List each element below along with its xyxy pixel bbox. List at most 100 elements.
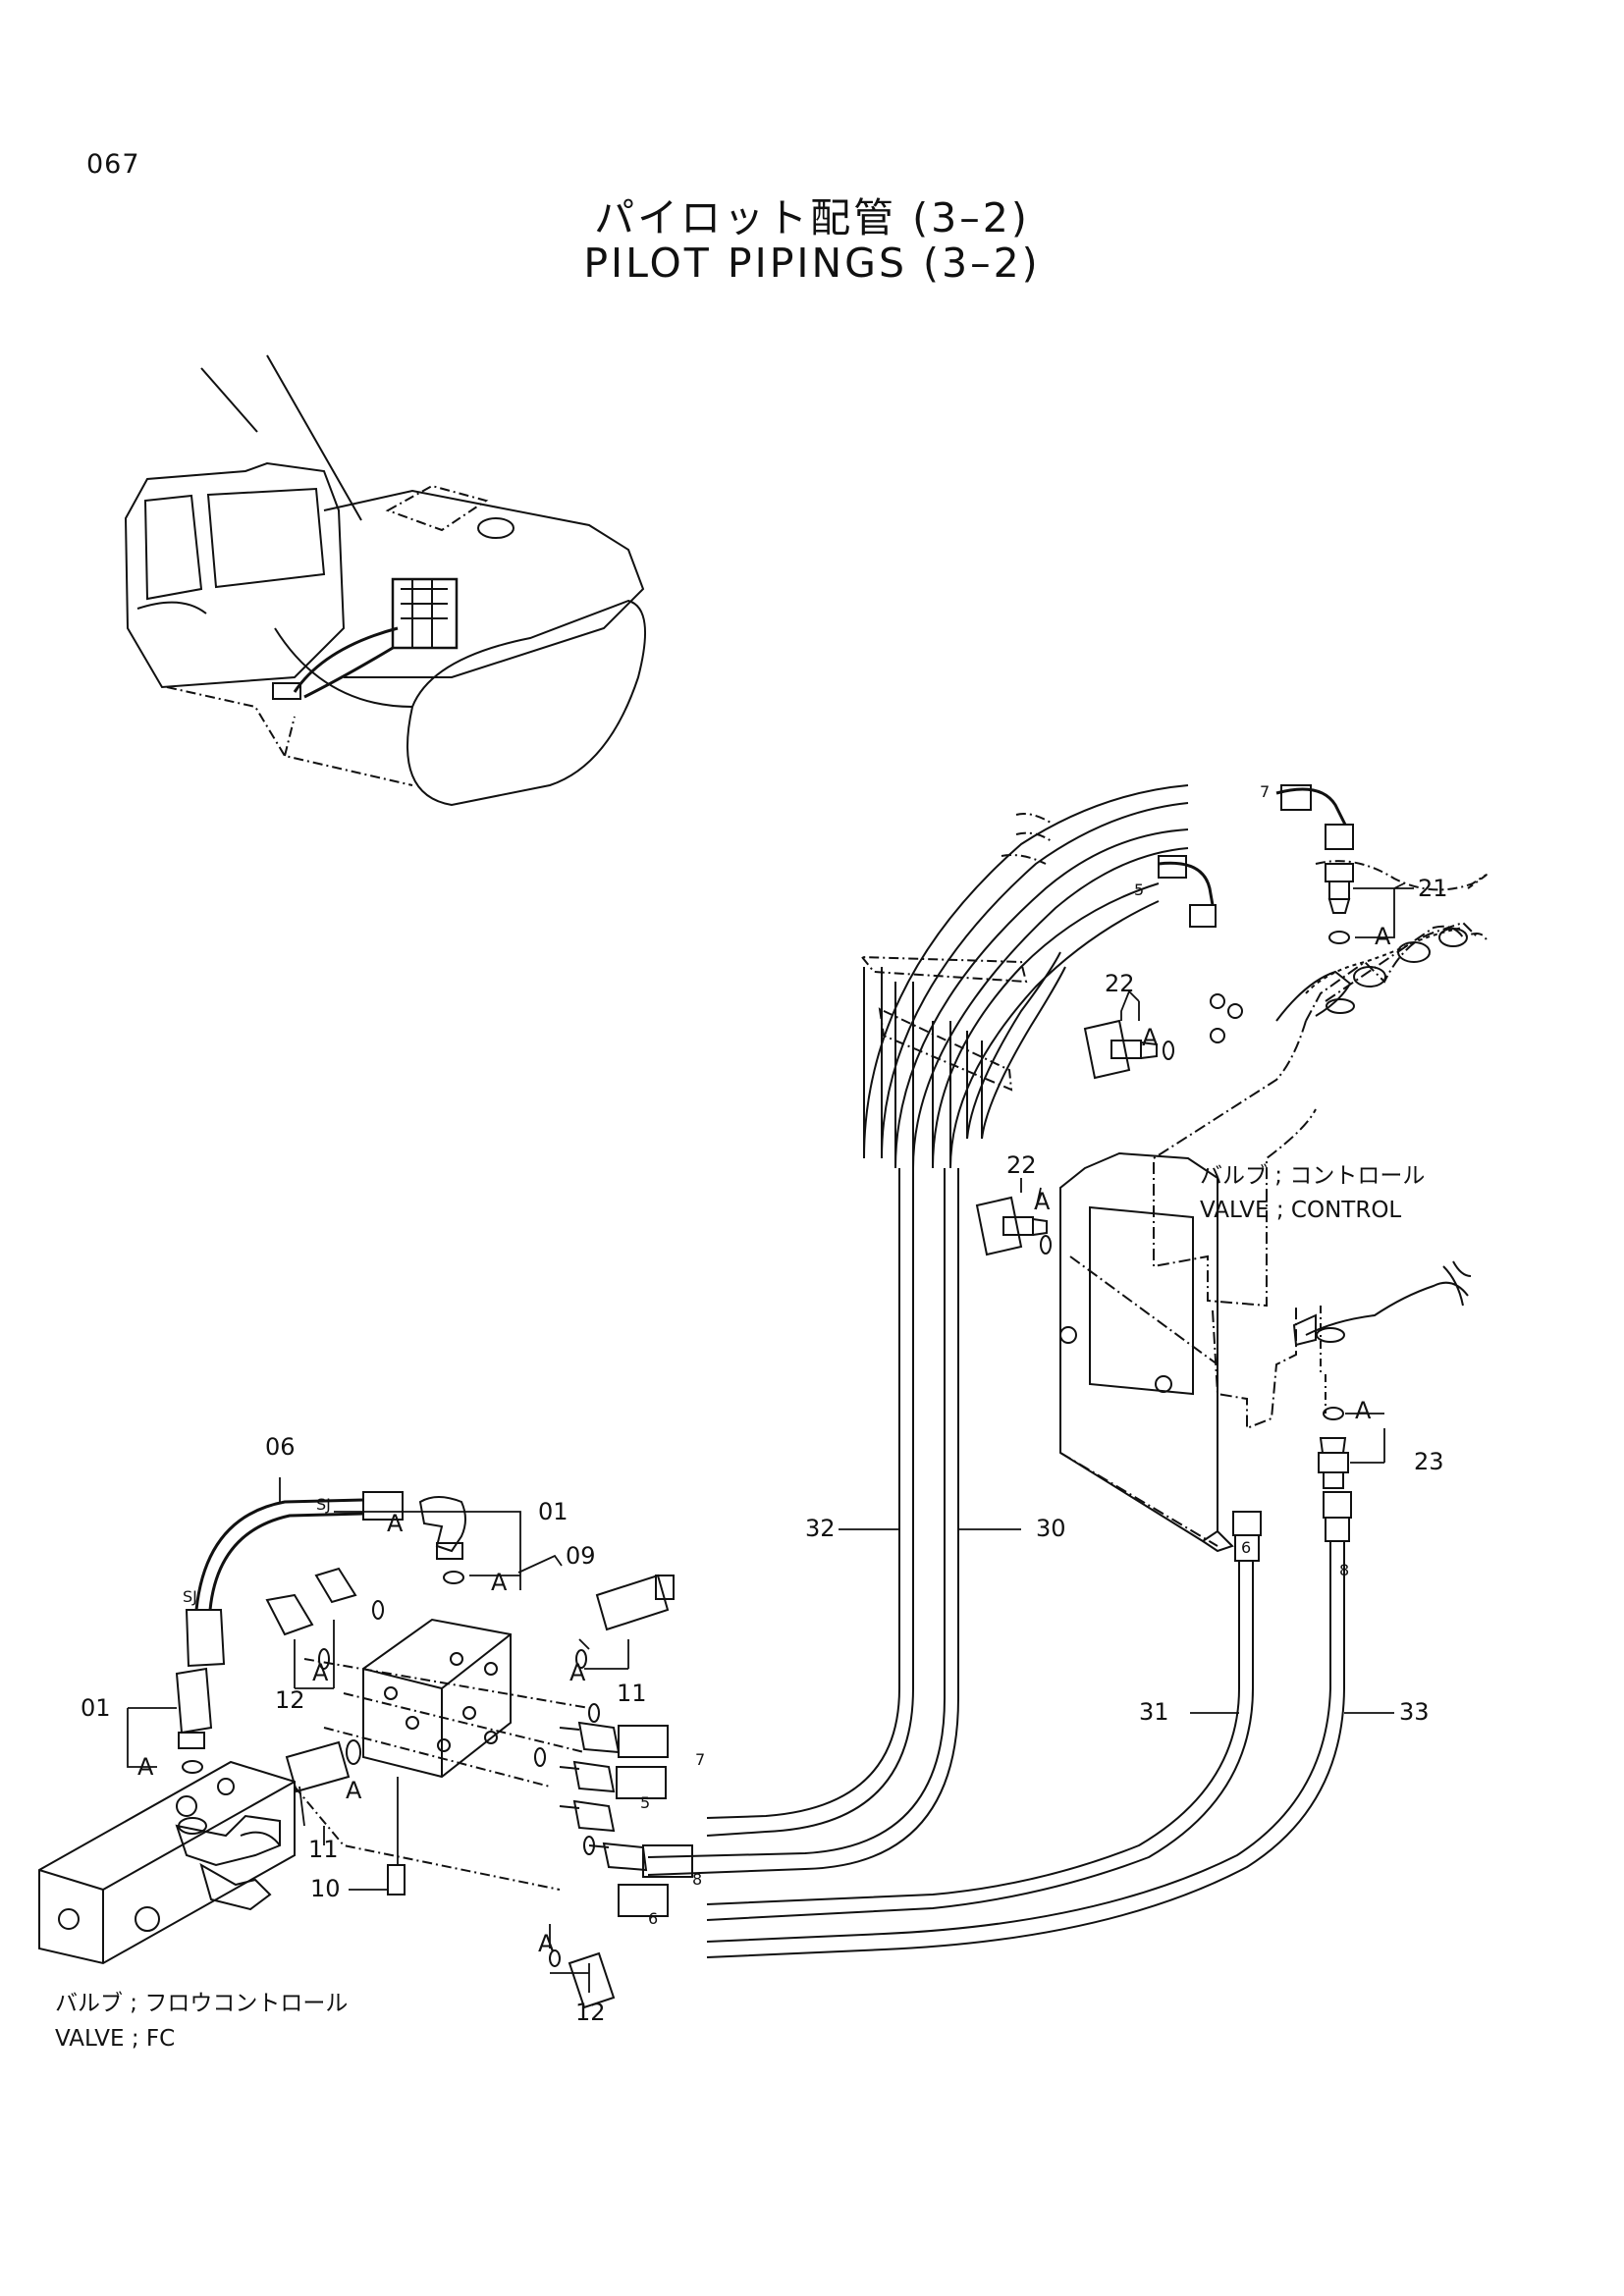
mark-sj-lower: SJ bbox=[183, 1587, 197, 1606]
pipe-31-nut bbox=[1232, 1511, 1262, 1536]
page-number: 067 bbox=[86, 149, 140, 180]
fc-valve-label-en: VALVE ; FC bbox=[55, 2026, 175, 2052]
callout-01-upper: 01 bbox=[538, 1498, 568, 1525]
callout-22-upper: 22 bbox=[1105, 970, 1135, 997]
mark-hose-7-top: 7 bbox=[1260, 782, 1270, 801]
mark-hose-5-top: 5 bbox=[1134, 881, 1144, 899]
callout-33: 33 bbox=[1399, 1698, 1430, 1726]
oring-marker-a-block: A bbox=[387, 1510, 404, 1537]
tank-cap bbox=[477, 517, 514, 539]
valve-body-side bbox=[1212, 1306, 1297, 1430]
fitting-11-upper bbox=[595, 1574, 670, 1631]
fitting-12-upper bbox=[265, 1593, 314, 1636]
component-name-labels: バルブ ; コントロール VALVE ; CONTROL バルブ ; フロウコン… bbox=[55, 1163, 1425, 2052]
fc-valve-thumb bbox=[272, 682, 301, 700]
page-title-english: PILOT PIPINGS (3–2) bbox=[583, 240, 1041, 287]
cab-outline bbox=[124, 461, 346, 689]
lower-frame bbox=[166, 686, 413, 786]
callout-22-lower: 22 bbox=[1006, 1151, 1037, 1179]
mark-hose-8-right: 8 bbox=[1339, 1561, 1349, 1579]
oring-01-lower bbox=[182, 1760, 203, 1774]
control-valve-label-jp: バルブ ; コントロール bbox=[1200, 1163, 1425, 1189]
callout-labels: 21 22 22 23 30 31 32 33 06 01 01 09 10 1… bbox=[81, 875, 1448, 2026]
pipe-33-nut bbox=[1323, 1491, 1352, 1519]
fitting-12-lower bbox=[568, 1951, 616, 2009]
mark-hose-5-bottom: 5 bbox=[640, 1793, 650, 1812]
oring-marker-a-22-upper: A bbox=[1142, 1024, 1159, 1051]
mark-hose-8-bottom: 8 bbox=[692, 1870, 702, 1889]
callout-09: 09 bbox=[566, 1542, 596, 1570]
pipe-33 bbox=[706, 1541, 1331, 1943]
port-oring-upper bbox=[1326, 998, 1355, 1014]
oring-23 bbox=[1323, 1407, 1344, 1420]
oring-01-upper bbox=[443, 1571, 464, 1584]
fitting-22-lower bbox=[975, 1196, 1052, 1256]
mark-hose-7-bottom: 7 bbox=[695, 1750, 705, 1769]
cab-window-front bbox=[143, 494, 203, 601]
fitting-11-lower bbox=[285, 1740, 351, 1793]
hose-thumb bbox=[293, 626, 399, 699]
oring-22-lower bbox=[1040, 1235, 1052, 1255]
valve-body-outline bbox=[1305, 921, 1479, 1022]
control-valve-label-en: VALVE ; CONTROL bbox=[1200, 1198, 1401, 1223]
hose-marks: SJ SJ 7 5 6 8 7 5 8 6 bbox=[183, 782, 1349, 1928]
tank-box bbox=[385, 484, 489, 532]
oring-markers: A A A A A A A A A A A bbox=[137, 923, 1391, 1957]
oring-21 bbox=[1328, 931, 1350, 944]
fitting-23 bbox=[1318, 1407, 1349, 1489]
pipe-30 bbox=[647, 1168, 946, 1858]
pipe-32 bbox=[706, 1168, 900, 1819]
oring-marker-a-23: A bbox=[1355, 1397, 1372, 1424]
spool-wavy-lower bbox=[1305, 1281, 1469, 1336]
page-title-japanese: パイロット配管 (3–2) bbox=[594, 194, 1030, 241]
callout-01-lower: 01 bbox=[81, 1694, 111, 1722]
oring-marker-a-01-lower: A bbox=[137, 1753, 154, 1781]
fitting-22-upper bbox=[1083, 1019, 1174, 1080]
elbow-01-lower bbox=[175, 1667, 213, 1835]
oring-marker-a-11-upper: A bbox=[569, 1659, 586, 1686]
oring-marker-a-11-lower: A bbox=[346, 1777, 362, 1804]
valve-thumb-detail bbox=[401, 579, 448, 648]
hose-clamp-lower bbox=[878, 1007, 1013, 1092]
flow-control-valve bbox=[38, 1760, 296, 1965]
leader-lines bbox=[127, 882, 1414, 1993]
callout-32: 32 bbox=[805, 1515, 836, 1542]
callout-10: 10 bbox=[310, 1875, 341, 1902]
port-oring-lower bbox=[1316, 1327, 1345, 1343]
mark-hose-6-bottom: 6 bbox=[648, 1909, 658, 1928]
fitting-21 bbox=[1325, 863, 1354, 944]
mark-sj-upper: SJ bbox=[316, 1495, 331, 1514]
callout-21: 21 bbox=[1418, 875, 1448, 902]
callout-23: 23 bbox=[1414, 1448, 1444, 1475]
long-pilot-pipes bbox=[647, 1168, 1352, 1958]
bracket-flange-bottom bbox=[1202, 1530, 1234, 1553]
fitting-10 bbox=[387, 1864, 406, 1896]
callout-12-upper: 12 bbox=[275, 1686, 305, 1714]
hose-clamp-upper bbox=[859, 955, 1028, 984]
cab-door-line bbox=[136, 601, 207, 614]
fc-valve-label-jp: バルブ ; フロウコントロール bbox=[55, 1991, 348, 2016]
side-panel bbox=[274, 627, 413, 708]
oring-marker-a-12-lower: A bbox=[538, 1930, 555, 1957]
oring-marker-a-01-upper: A bbox=[491, 1569, 508, 1596]
pilot-hose-bundle bbox=[859, 784, 1354, 1169]
hose-5-end bbox=[1158, 861, 1215, 906]
cab-window-side bbox=[206, 487, 326, 589]
oring-marker-a-12-upper: A bbox=[312, 1659, 329, 1686]
elbow-01-upper bbox=[418, 1496, 466, 1584]
oring-22-upper bbox=[1163, 1041, 1174, 1060]
hose-7-end bbox=[1275, 787, 1347, 826]
oring-marker-a-22-lower: A bbox=[1034, 1188, 1051, 1215]
boom-line bbox=[200, 354, 362, 521]
mark-hose-6-right: 6 bbox=[1241, 1538, 1251, 1557]
callout-31: 31 bbox=[1139, 1698, 1169, 1726]
body-upper bbox=[323, 489, 645, 678]
hose-5-nut bbox=[1189, 904, 1217, 928]
pipe-31 bbox=[706, 1561, 1240, 1905]
counterweight bbox=[406, 599, 647, 807]
callout-11-lower: 11 bbox=[308, 1836, 339, 1863]
control-valve-assembly bbox=[1059, 860, 1489, 1553]
callout-06: 06 bbox=[265, 1433, 296, 1461]
